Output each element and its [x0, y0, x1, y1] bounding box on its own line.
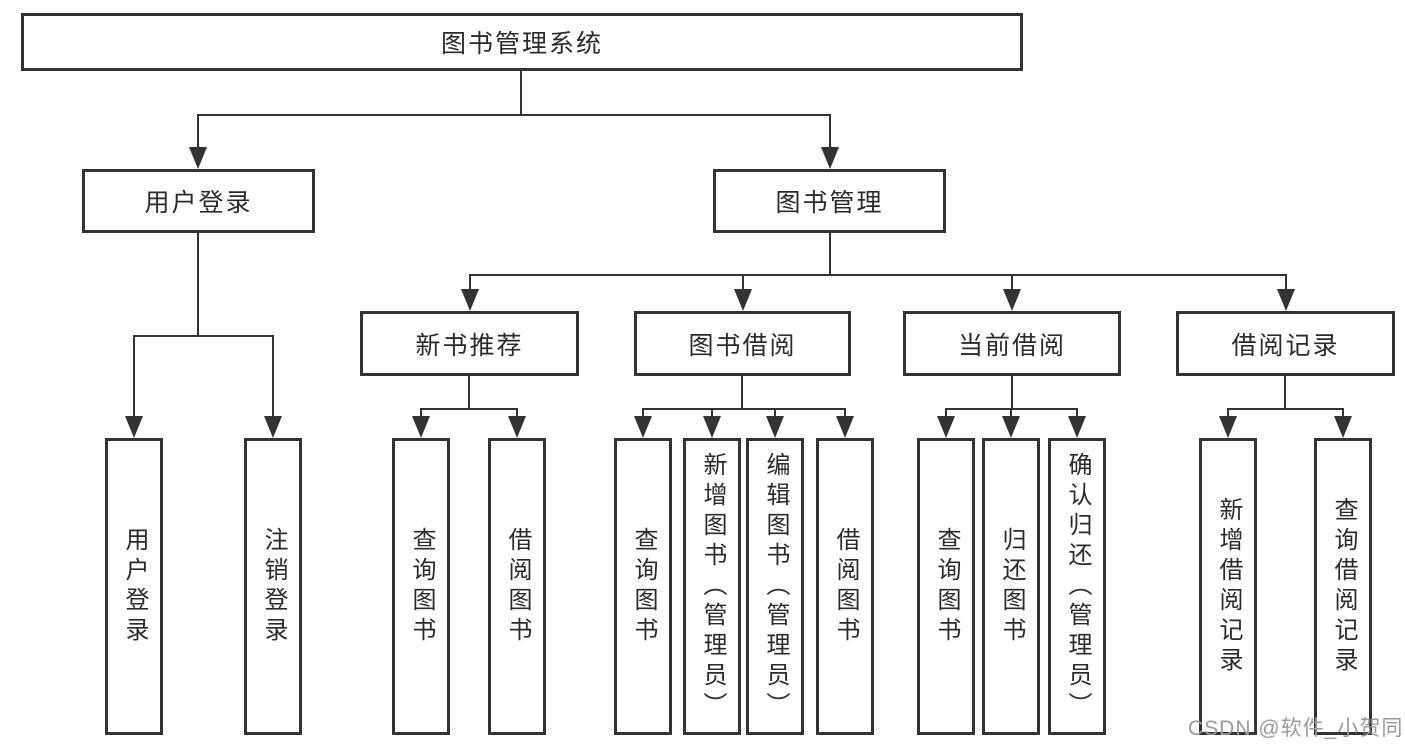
node-label: 借阅记录: [1231, 331, 1340, 360]
leaf-query-books-recommend: 查询图书: [392, 438, 450, 735]
connector-line: [1285, 274, 1287, 294]
node-user-login: 用户登录: [82, 169, 315, 233]
arrow-down-icon: [1068, 416, 1086, 438]
leaf-label: 查询图书: [408, 526, 435, 647]
arrow-down-icon: [766, 416, 784, 438]
leaf-query-borrow-record: 查询借阅记录: [1314, 438, 1372, 735]
node-library-system: 图书管理系统: [21, 13, 1023, 71]
connector-line: [197, 114, 199, 151]
csdn-watermark: CSDN @软件_小贺同学: [1188, 717, 1405, 740]
leaf-return-book: 归还图书: [982, 438, 1040, 735]
arrow-down-icon: [1002, 416, 1020, 438]
node-current-borrowing: 当前借阅: [903, 311, 1121, 376]
arrow-down-icon: [264, 416, 282, 438]
connector-line: [774, 408, 776, 420]
leaf-label: 编辑图书（管理员）: [762, 451, 789, 722]
connector-line: [133, 335, 274, 337]
node-new-book-recommendation: 新书推荐: [360, 311, 579, 376]
leaf-edit-book-admin: 编辑图书（管理员）: [746, 438, 804, 735]
arrow-down-icon: [703, 416, 721, 438]
node-label: 图书管理系统: [440, 30, 603, 58]
connector-line: [1010, 408, 1012, 420]
connector-line: [1227, 408, 1343, 410]
connector-line: [272, 335, 274, 419]
leaf-user-login: 用户登录: [105, 438, 163, 735]
connector-line: [1076, 408, 1078, 420]
connector-line: [741, 376, 743, 410]
connector-line: [1011, 376, 1013, 410]
connector-line: [468, 376, 470, 410]
leaf-add-book-admin: 新增图书（管理员）: [683, 438, 741, 735]
connector-line: [945, 408, 947, 420]
connector-line: [711, 408, 713, 420]
connector-line: [829, 114, 831, 151]
connector-line: [420, 408, 518, 410]
leaf-label: 注销登录: [260, 526, 287, 647]
leaf-borrow-books-recommend: 借阅图书: [488, 438, 546, 735]
leaf-label: 查询图书: [630, 526, 657, 647]
arrow-down-icon: [1334, 416, 1352, 438]
leaf-label: 确认归还（管理员）: [1064, 451, 1091, 722]
leaf-logout: 注销登录: [244, 438, 302, 735]
connector-line: [1342, 408, 1344, 420]
leaf-add-borrow-record: 新增借阅记录: [1199, 438, 1257, 735]
connector-line: [1227, 408, 1229, 420]
arrow-down-icon: [734, 289, 752, 311]
node-label: 图书管理: [775, 189, 884, 217]
node-book-management: 图书管理: [713, 169, 946, 233]
arrow-down-icon: [821, 147, 839, 169]
arrow-down-icon: [1003, 289, 1021, 311]
arrow-down-icon: [836, 416, 854, 438]
connector-line: [742, 274, 744, 294]
connector-line: [516, 408, 518, 420]
node-label: 新书推荐: [415, 331, 524, 360]
arrow-down-icon: [412, 416, 430, 438]
arrow-down-icon: [189, 147, 207, 169]
connector-line: [197, 233, 199, 336]
connector-line: [844, 408, 846, 420]
leaf-label: 用户登录: [121, 526, 148, 647]
leaf-confirm-return-admin: 确认归还（管理员）: [1048, 438, 1106, 735]
leaf-label: 查询借阅记录: [1330, 496, 1357, 677]
connector-line: [198, 114, 831, 116]
connector-line: [420, 408, 422, 420]
leaf-label: 借阅图书: [832, 526, 859, 647]
arrow-down-icon: [634, 416, 652, 438]
arrow-down-icon: [1219, 416, 1237, 438]
leaf-borrow-books-borrowing: 借阅图书: [816, 438, 874, 735]
arrow-down-icon: [461, 289, 479, 311]
leaf-label: 借阅图书: [504, 526, 531, 647]
node-borrowing-records: 借阅记录: [1176, 311, 1395, 376]
arrow-down-icon: [1277, 289, 1295, 311]
node-label: 用户登录: [144, 189, 253, 217]
node-label: 图书借阅: [688, 331, 797, 360]
connector-line: [1284, 376, 1286, 410]
leaf-query-books-current: 查询图书: [917, 438, 975, 735]
arrow-down-icon: [125, 416, 143, 438]
leaf-label: 新增图书（管理员）: [699, 451, 726, 722]
node-label: 当前借阅: [957, 331, 1066, 360]
connector-line: [469, 274, 1287, 276]
connector-line: [642, 408, 846, 410]
connector-line: [829, 233, 831, 275]
leaf-label: 查询图书: [933, 526, 960, 647]
leaf-query-books-borrowing: 查询图书: [614, 438, 672, 735]
node-book-borrowing: 图书借阅: [634, 311, 851, 376]
connector-line: [520, 70, 522, 115]
leaf-label: 新增借阅记录: [1215, 496, 1242, 677]
connector-line: [642, 408, 644, 420]
leaf-label: 归还图书: [998, 526, 1025, 647]
connector-line: [1011, 274, 1013, 294]
arrow-down-icon: [937, 416, 955, 438]
arrow-down-icon: [508, 416, 526, 438]
connector-line: [133, 335, 135, 419]
connector-line: [469, 274, 471, 294]
